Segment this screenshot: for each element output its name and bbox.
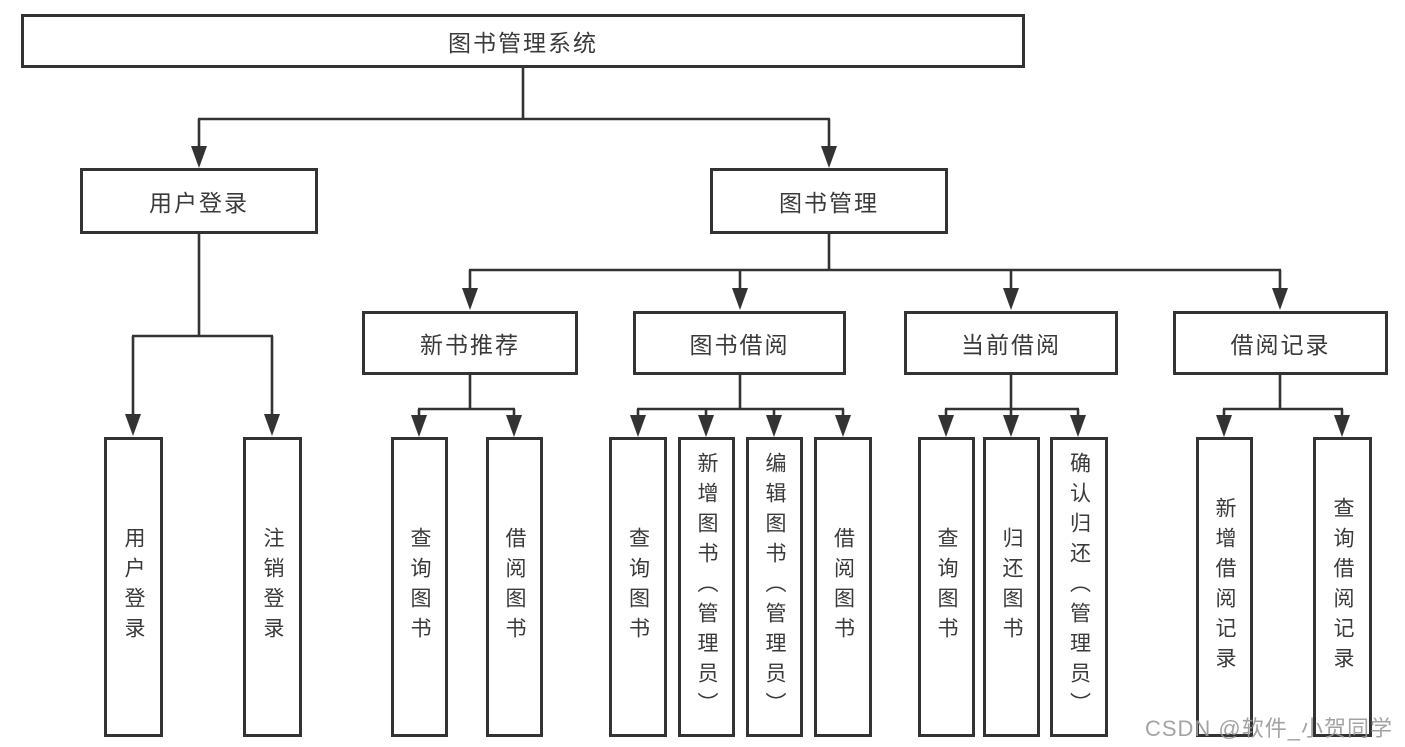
node-book-borrow: 图书借阅 <box>633 311 846 375</box>
node-book-management-label: 图书管理 <box>779 190 879 216</box>
connector-current-borrow-branch <box>938 375 1086 437</box>
leaf-return-book: 归还图书 <box>983 437 1040 737</box>
node-new-book-recommend: 新书推荐 <box>362 311 578 375</box>
node-borrow-record-label: 借阅记录 <box>1230 332 1331 358</box>
leaf-edit-book-admin-label: 编辑图书（管理员） <box>763 452 786 722</box>
leaf-user-login: 用户登录 <box>104 437 163 737</box>
connector-user-login-branch <box>125 233 280 436</box>
node-current-borrow-label: 当前借阅 <box>961 332 1061 358</box>
leaf-borrow-query-book: 查询图书 <box>609 437 667 737</box>
leaf-borrow-query-book-label: 查询图书 <box>626 527 650 647</box>
leaf-borrow-book: 借阅图书 <box>814 437 872 737</box>
leaf-query-borrow-record: 查询借阅记录 <box>1313 437 1372 737</box>
node-user-login-label: 用户登录 <box>149 190 249 216</box>
node-book-borrow-label: 图书借阅 <box>689 332 790 358</box>
node-root-library-system: 图书管理系统 <box>21 14 1025 68</box>
connector-new-book-branch <box>411 375 522 437</box>
connector-root-to-level2 <box>191 68 837 168</box>
node-user-login: 用户登录 <box>80 168 318 234</box>
connector-book-borrow-branch <box>630 375 851 437</box>
leaf-current-query-book-label: 查询图书 <box>935 527 958 647</box>
leaf-recommend-query-book-label: 查询图书 <box>408 527 431 647</box>
node-new-book-recommend-label: 新书推荐 <box>420 332 520 358</box>
leaf-recommend-borrow-book-label: 借阅图书 <box>503 527 526 647</box>
leaf-confirm-return-admin: 确认归还（管理员） <box>1050 437 1108 737</box>
leaf-add-borrow-record-label: 新增借阅记录 <box>1213 497 1236 677</box>
leaf-recommend-borrow-book: 借阅图书 <box>486 437 543 737</box>
connector-book-management-branch <box>462 233 1288 310</box>
leaf-logout: 注销登录 <box>243 437 302 737</box>
node-root-label: 图书管理系统 <box>448 30 598 56</box>
leaf-edit-book-admin: 编辑图书（管理员） <box>746 437 803 737</box>
leaf-current-query-book: 查询图书 <box>918 437 975 737</box>
leaf-recommend-query-book: 查询图书 <box>391 437 448 737</box>
leaf-confirm-return-admin-label: 确认归还（管理员） <box>1067 452 1091 722</box>
leaf-user-login-label: 用户登录 <box>122 527 145 647</box>
leaf-add-book-admin: 新增图书（管理员） <box>678 437 735 737</box>
node-current-borrow: 当前借阅 <box>904 311 1118 375</box>
leaf-add-book-admin-label: 新增图书（管理员） <box>695 452 718 722</box>
leaf-add-borrow-record: 新增借阅记录 <box>1196 437 1253 737</box>
node-borrow-record: 借阅记录 <box>1173 311 1388 375</box>
leaf-query-borrow-record-label: 查询借阅记录 <box>1331 497 1354 677</box>
node-book-management: 图书管理 <box>710 168 948 234</box>
connector-borrow-record-branch <box>1216 375 1350 437</box>
csdn-watermark: CSDN @软件_小贺同学 <box>1144 716 1393 741</box>
leaf-return-book-label: 归还图书 <box>1000 527 1023 647</box>
leaf-logout-label: 注销登录 <box>261 527 284 647</box>
leaf-borrow-book-label: 借阅图书 <box>831 527 855 647</box>
